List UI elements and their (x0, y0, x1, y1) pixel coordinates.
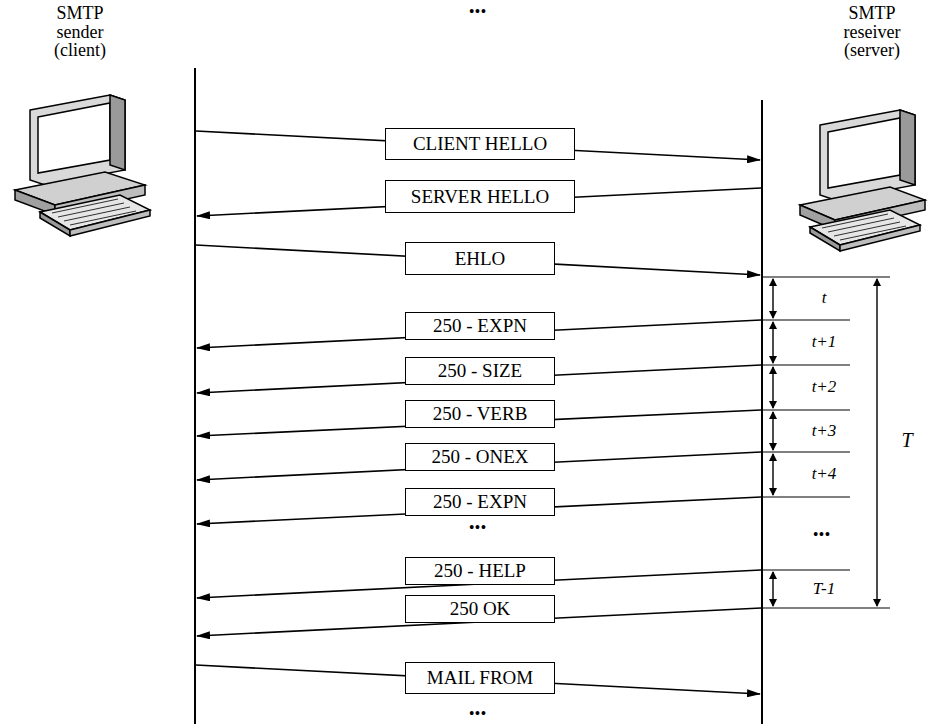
message-box: EHLO (405, 242, 555, 275)
participant-label: SMTP sender (client) (35, 4, 125, 61)
message-text: SERVER HELLO (411, 186, 549, 208)
message-text: 250 - SIZE (438, 360, 522, 382)
message-text: 250 - EXPN (433, 315, 527, 337)
ellipsis: ••• (469, 707, 487, 722)
message-box: 250 OK (405, 595, 555, 623)
message-text: CLIENT HELLO (413, 133, 547, 155)
server-computer-icon (800, 110, 925, 251)
interval-label: T (899, 430, 914, 451)
ellipsis: ••• (469, 521, 487, 536)
message-box: 250 - EXPN (405, 312, 555, 340)
client-lifeline (194, 68, 196, 724)
message-arrows (196, 131, 761, 694)
message-box: 250 - EXPN (405, 488, 555, 516)
message-text: 250 - HELP (434, 560, 526, 582)
interval-label: T-1 (811, 580, 837, 598)
client-computer-icon (15, 95, 150, 236)
message-box: 250 - SIZE (405, 357, 555, 385)
message-box: 250 - HELP (405, 557, 555, 585)
interval-label: t (820, 289, 829, 307)
message-box: MAIL FROM (405, 662, 555, 694)
server-lifeline (761, 100, 763, 724)
message-box: CLIENT HELLO (385, 128, 575, 160)
interval-label: t+2 (810, 378, 839, 396)
message-text: 250 - VERB (433, 403, 528, 425)
message-box: SERVER HELLO (385, 180, 575, 213)
ellipsis: ••• (813, 528, 831, 543)
message-box: 250 - VERB (405, 400, 555, 428)
message-box: 250 - ONEX (405, 443, 555, 471)
message-text: EHLO (455, 248, 506, 270)
timing-ticks (762, 277, 890, 608)
participant-label: SMTP reseiver (server) (827, 4, 917, 61)
message-text: 250 - ONEX (431, 446, 528, 468)
message-text: MAIL FROM (427, 667, 533, 689)
ellipsis: ••• (469, 5, 487, 20)
interval-label: t+1 (810, 333, 839, 351)
interval-label: t+4 (810, 465, 839, 483)
message-text: 250 - EXPN (433, 491, 527, 513)
interval-arrows (773, 279, 877, 606)
message-text: 250 OK (450, 598, 511, 620)
interval-label: t+3 (810, 422, 839, 440)
